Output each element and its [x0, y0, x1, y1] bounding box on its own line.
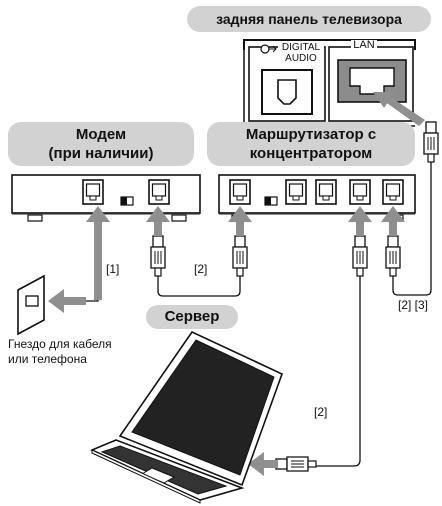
switch-icon — [264, 196, 278, 206]
rj45-plug-icon — [232, 235, 248, 277]
cable-router-laptop — [303, 275, 361, 467]
cable-label-modem-router: [2] — [194, 262, 208, 276]
modem-port-icon — [148, 179, 170, 205]
lan-label: LAN — [351, 40, 377, 51]
laptop-icon — [90, 330, 284, 504]
tv-back-panel — [243, 39, 416, 127]
router-lan-port-icon — [349, 179, 371, 205]
switch-icon — [120, 196, 134, 206]
wall-jack-label: Гнездо для кабеля или телефона — [8, 337, 112, 366]
rj45-plug-icon — [275, 456, 317, 472]
router-label: Маршрутизатор с концентратором — [207, 122, 415, 166]
router-lan-port-icon — [285, 179, 307, 205]
cable-label-router-laptop: [2] — [314, 405, 328, 419]
rj45-plug-icon — [423, 121, 439, 163]
cable-label-router-tv: [2] [3] — [398, 298, 429, 312]
modem-label: Модем (при наличии) — [8, 122, 194, 166]
digital-audio-label: DIGITAL AUDIO — [278, 42, 324, 64]
tv-panel-title: задняя панель телевизора — [187, 6, 431, 32]
wall-jack-icon — [17, 274, 45, 336]
router-device — [218, 174, 416, 222]
cable-label-modem-wall: [1] — [106, 262, 120, 276]
router-lan-port-icon — [315, 179, 337, 205]
router-lan-port-icon — [382, 179, 404, 205]
server-label: Сервер — [146, 305, 238, 329]
router-wan-port-icon — [229, 179, 251, 205]
modem-device — [11, 174, 201, 222]
cable-router-tv — [392, 160, 432, 296]
cable-modem-router — [157, 275, 241, 297]
rj45-plug-icon — [150, 235, 166, 277]
rj45-plug-icon — [385, 235, 401, 277]
connection-arrows — [48, 92, 425, 476]
modem-port-icon — [82, 179, 104, 205]
tv-lan-port-icon — [337, 59, 407, 103]
rj45-plug-icon — [352, 235, 368, 277]
optical-output-icon — [260, 44, 277, 54]
digital-audio-port-icon — [261, 69, 313, 115]
